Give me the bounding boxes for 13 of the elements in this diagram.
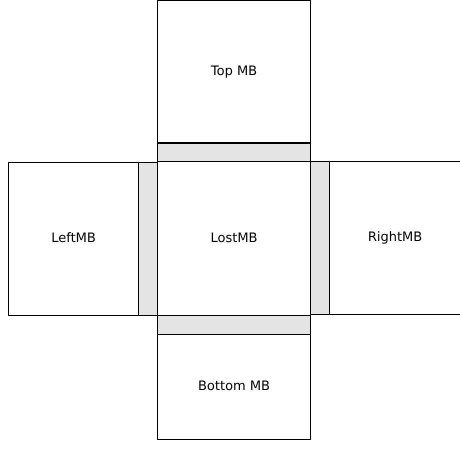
shaded-strip — [310, 161, 330, 315]
box-label: Top MB — [210, 62, 258, 81]
memory-block-box — [8, 162, 139, 316]
box-label: LostMB — [210, 230, 258, 248]
shaded-strip — [157, 315, 311, 335]
memory-block-box — [157, 0, 311, 143]
memory-block-box — [157, 334, 311, 440]
shaded-strip — [138, 162, 158, 316]
box-label: LeftMB — [51, 230, 96, 248]
box-label: RightMB — [368, 229, 422, 248]
box-label: Bottom MB — [198, 378, 270, 396]
memory-block-box — [329, 161, 460, 315]
shaded-strip — [157, 143, 311, 162]
